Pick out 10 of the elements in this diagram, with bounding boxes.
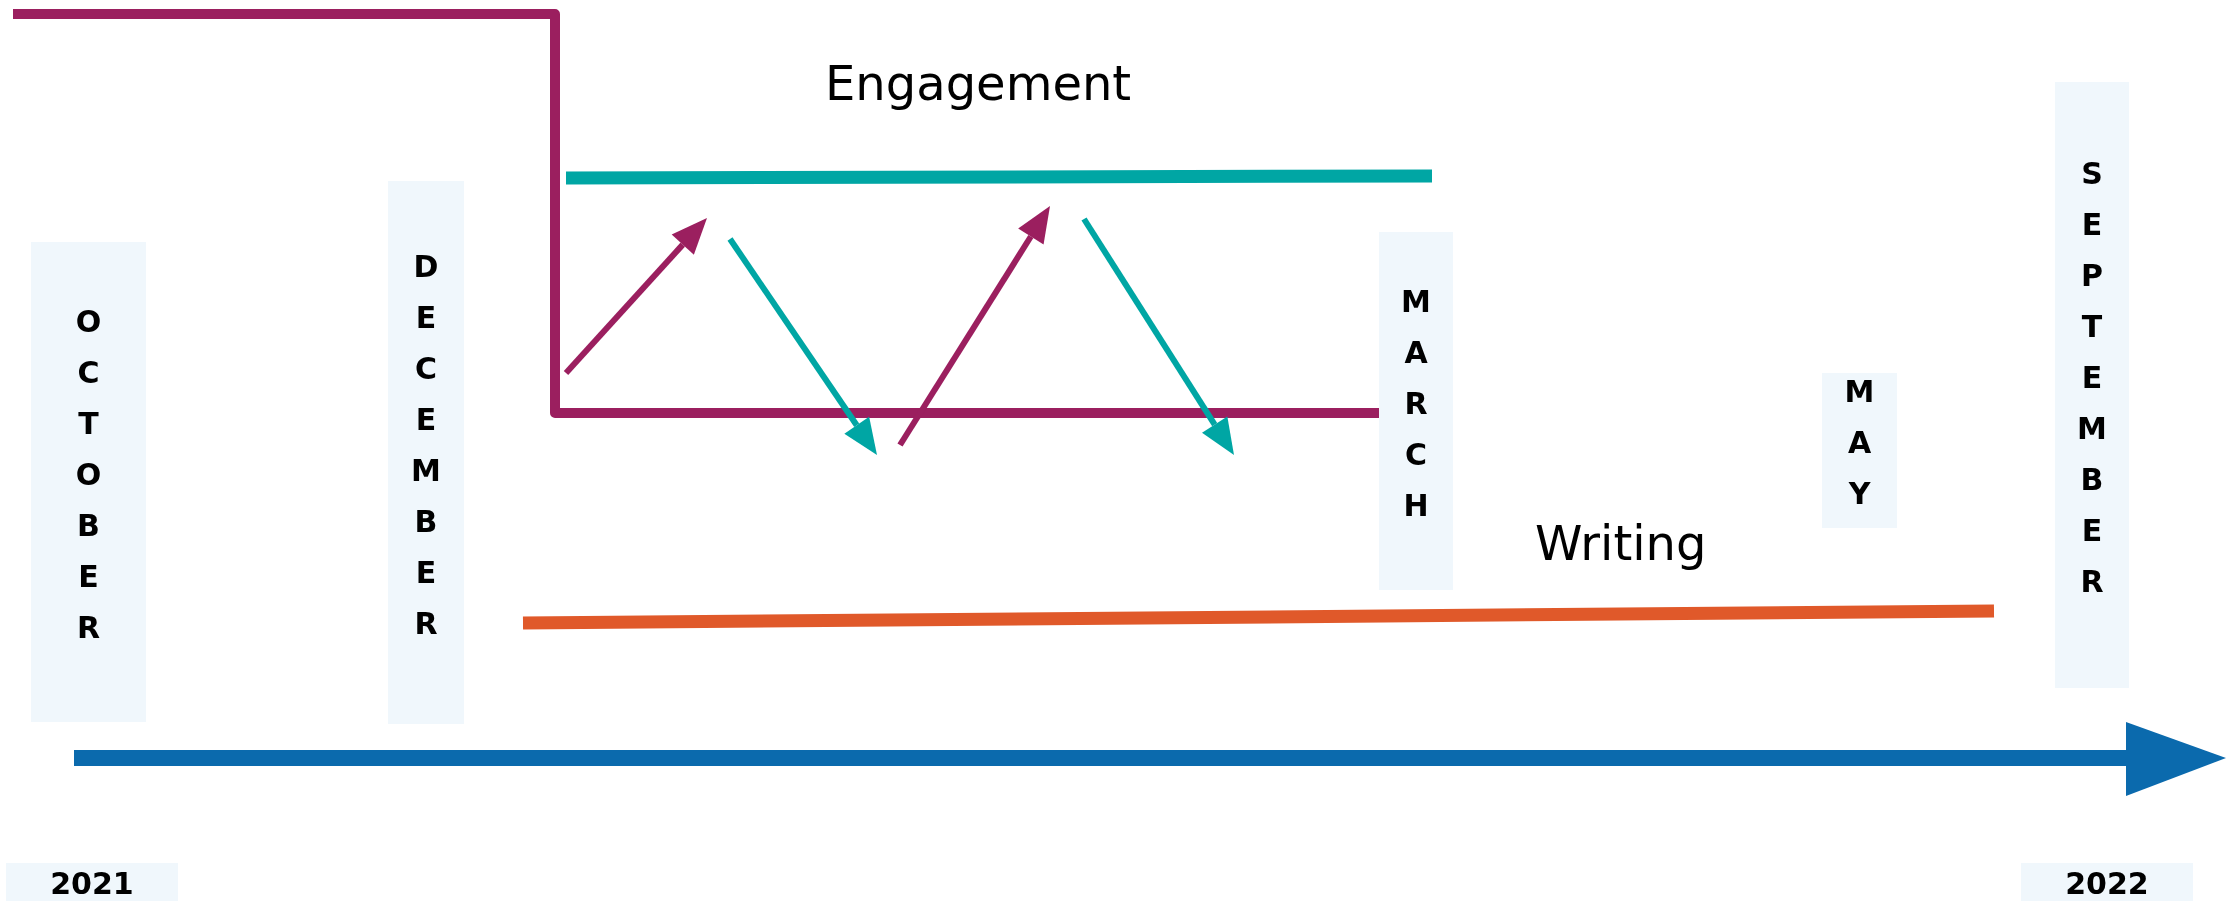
phase-label: Writing [1535,515,1707,571]
month-label: MAY [1842,374,1877,527]
phase-label: Engagement [825,55,1132,111]
month-label: SEPTEMBER [2074,155,2110,615]
month-label: OCTOBER [71,303,106,661]
year-label: 2022 [2065,866,2149,901]
month-box [1379,232,1453,590]
month-label: MARCH [1398,283,1434,539]
month-label: DECEMBER [408,248,444,657]
year-label: 2021 [50,866,134,901]
